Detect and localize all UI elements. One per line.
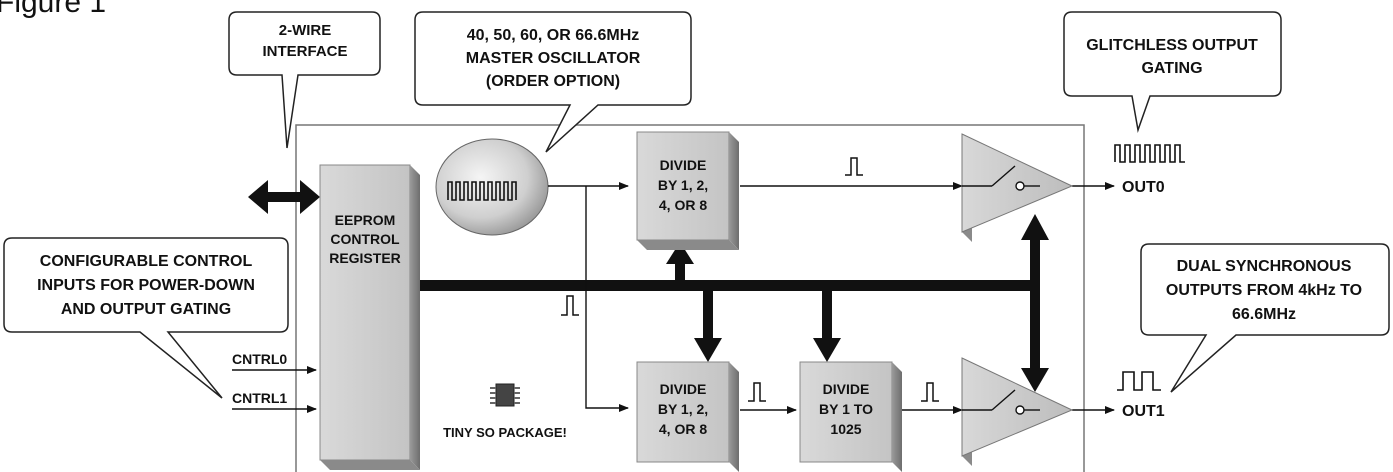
control-bus — [420, 214, 1049, 392]
eeprom-register-block: EEPROM CONTROL REGISTER — [319, 164, 420, 470]
eeprom-line3: REGISTER — [329, 250, 401, 266]
callout-dual-sync: DUAL SYNCHRONOUS OUTPUTS FROM 4kHz TO 66… — [1140, 243, 1390, 393]
divide-block-top: DIVIDE BY 1, 2, 4, OR 8 — [636, 131, 739, 250]
oscillator-wiring — [548, 182, 629, 412]
divide-block-bottom: DIVIDE BY 1, 2, 4, OR 8 — [636, 361, 739, 472]
cntrl1-label: CNTRL1 — [232, 390, 287, 406]
callout-osc-line2: MASTER OSCILLATOR — [466, 50, 641, 67]
divide-bottom-line2: BY 1, 2, — [658, 401, 708, 417]
two-wire-bidirectional-arrow — [248, 180, 320, 214]
eeprom-line2: CONTROL — [330, 231, 400, 247]
out1-label: OUT1 — [1122, 403, 1165, 420]
divide-1025-line1: DIVIDE — [823, 381, 870, 397]
cntrl0-label: CNTRL0 — [232, 351, 287, 367]
callout-oscillator: 40, 50, 60, OR 66.6MHz MASTER OSCILLATOR… — [414, 11, 692, 153]
divide-top-line1: DIVIDE — [660, 157, 707, 173]
glitchless-waveform-icon — [1114, 144, 1185, 163]
eeprom-line1: EEPROM — [335, 212, 396, 228]
output-gate-top — [961, 133, 1074, 242]
divide-1025-line2: BY 1 TO — [819, 401, 873, 417]
callout-config-line1: CONFIGURABLE CONTROL — [40, 253, 253, 270]
callout-osc-line3: (ORDER OPTION) — [486, 73, 620, 90]
callout-osc-line1: 40, 50, 60, OR 66.6MHz — [467, 27, 640, 44]
divide-1025-line3: 1025 — [830, 421, 861, 437]
callout-two-wire: 2-WIRE INTERFACE — [228, 11, 381, 149]
so-package-chip-icon — [490, 383, 520, 407]
package-label: TINY SO PACKAGE! — [443, 425, 567, 440]
callout-dual-line1: DUAL SYNCHRONOUS — [1177, 258, 1352, 275]
dual-sync-waveform-icon — [1117, 371, 1161, 391]
callout-glitchless: GLITCHLESS OUTPUT GATING — [1063, 11, 1282, 133]
chip-outline — [295, 124, 1085, 472]
callout-configurable: CONFIGURABLE CONTROL INPUTS FOR POWER-DO… — [3, 237, 289, 399]
oscillator-clock-icon — [447, 181, 517, 201]
callout-glitchless-line2: GATING — [1141, 60, 1202, 77]
divide-bottom-line3: 4, OR 8 — [659, 421, 707, 437]
callout-config-line3: AND OUTPUT GATING — [61, 301, 231, 318]
pulse-icon-bottom-a — [748, 382, 766, 402]
callout-dual-line2: OUTPUTS FROM 4kHz TO — [1166, 282, 1362, 299]
pulse-icon-bottom-b — [921, 382, 939, 402]
pulse-icon-mid — [561, 295, 579, 316]
master-oscillator — [435, 138, 549, 236]
pulse-icon-top — [845, 157, 863, 176]
callout-config-line2: INPUTS FOR POWER-DOWN — [37, 277, 255, 294]
divide-bottom-line1: DIVIDE — [660, 381, 707, 397]
signal-wiring — [232, 182, 1115, 414]
divide-block-1025: DIVIDE BY 1 TO 1025 — [799, 361, 902, 472]
gate-switch-icon-top — [962, 165, 1040, 191]
out0-label: OUT0 — [1122, 179, 1165, 196]
divide-top-line3: 4, OR 8 — [659, 197, 707, 213]
callout-glitchless-line1: GLITCHLESS OUTPUT — [1086, 37, 1258, 54]
figure-label: Figure 1 — [0, 0, 106, 19]
output-gate-bottom — [961, 357, 1074, 466]
divide-top-line2: BY 1, 2, — [658, 177, 708, 193]
callout-dual-line3: 66.6MHz — [1232, 306, 1296, 323]
callout-two-wire-line2: INTERFACE — [262, 43, 347, 60]
callout-two-wire-line1: 2-WIRE — [279, 22, 332, 39]
gate-switch-icon-bottom — [962, 389, 1040, 415]
